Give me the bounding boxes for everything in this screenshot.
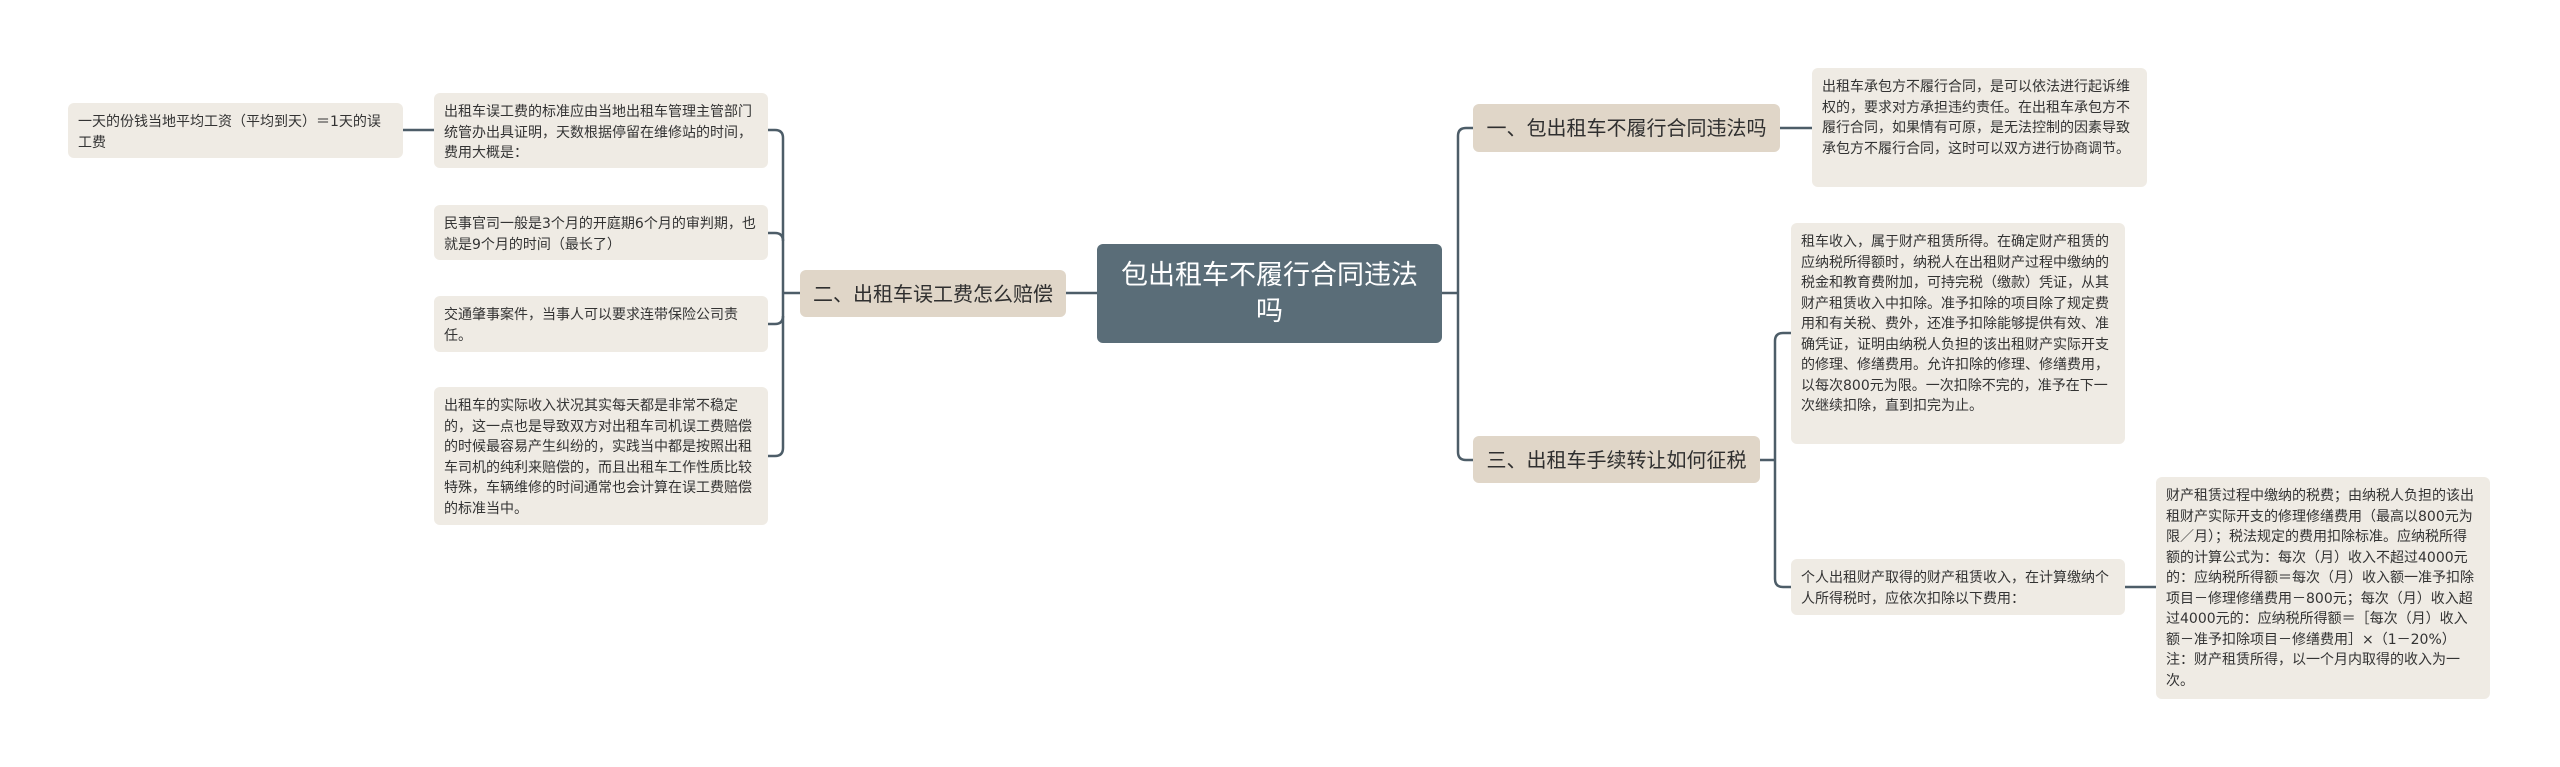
branch-topic-3-label: 三、出租车手续转让如何征税 xyxy=(1486,447,1747,472)
branch-topic-1[interactable]: 一、包出租车不履行合同违法吗 xyxy=(1473,104,1780,152)
branch-topic-3[interactable]: 三、出租车手续转让如何征税 xyxy=(1473,436,1760,483)
subtopic-text: 出租车误工费的标准应由当地出租车管理主管部门统管办出具证明，天数根据停留在维修站… xyxy=(444,104,752,161)
subtopic-text: 租车收入，属于财产租赁所得。在确定财产租赁的应纳税所得额时，纳税人在出租财产过程… xyxy=(1801,234,2109,414)
subtopic-1-1[interactable]: 出租车承包方不履行合同，是可以依法进行起诉维权的，要求对方承担违约责任。在出租车… xyxy=(1812,68,2147,187)
central-topic-label: 包出租车不履行合同违法吗 xyxy=(1121,259,1418,327)
branch-topic-2-label: 二、出租车误工费怎么赔偿 xyxy=(813,281,1053,306)
subtopic-text: 出租车的实际收入状况其实每天都是非常不稳定的，这一点也是导致双方对出租车司机误工… xyxy=(444,398,752,517)
branch-topic-1-label: 一、包出租车不履行合同违法吗 xyxy=(1486,116,1767,140)
subtopic-text: 个人出租财产取得的财产租赁收入，在计算缴纳个人所得税时，应依次扣除以下费用： xyxy=(1801,570,2109,607)
subtopic-text: 交通肇事案件，当事人可以要求连带保险公司责任。 xyxy=(444,307,738,344)
central-topic[interactable]: 包出租车不履行合同违法吗 xyxy=(1097,244,1442,343)
subtopic-2-3[interactable]: 交通肇事案件，当事人可以要求连带保险公司责任。 xyxy=(434,296,768,352)
subtopic-text: 一天的份钱当地平均工资（平均到天）＝1天的误工费 xyxy=(78,114,381,151)
subtopic-2-2[interactable]: 民事官司一般是3个月的开庭期6个月的审判期，也就是9个月的时间（最长了） xyxy=(434,205,768,260)
subtopic-2-4[interactable]: 出租车的实际收入状况其实每天都是非常不稳定的，这一点也是导致双方对出租车司机误工… xyxy=(434,387,768,525)
subtopic-text: 出租车承包方不履行合同，是可以依法进行起诉维权的，要求对方承担违约责任。在出租车… xyxy=(1822,79,2130,157)
subtopic-3-2[interactable]: 个人出租财产取得的财产租赁收入，在计算缴纳个人所得税时，应依次扣除以下费用： xyxy=(1791,559,2125,615)
subtopic-2-1[interactable]: 出租车误工费的标准应由当地出租车管理主管部门统管办出具证明，天数根据停留在维修站… xyxy=(434,93,768,168)
subtopic-3-2-1[interactable]: 财产租赁过程中缴纳的税费；由纳税人负担的该出租财产实际开支的修理修缮费用（最高以… xyxy=(2156,477,2490,699)
subtopic-3-1[interactable]: 租车收入，属于财产租赁所得。在确定财产租赁的应纳税所得额时，纳税人在出租财产过程… xyxy=(1791,223,2125,444)
subtopic-text: 财产租赁过程中缴纳的税费；由纳税人负担的该出租财产实际开支的修理修缮费用（最高以… xyxy=(2166,488,2474,689)
branch-topic-2[interactable]: 二、出租车误工费怎么赔偿 xyxy=(800,270,1066,317)
subtopic-text: 民事官司一般是3个月的开庭期6个月的审判期，也就是9个月的时间（最长了） xyxy=(444,216,756,253)
subtopic-2-1-1[interactable]: 一天的份钱当地平均工资（平均到天）＝1天的误工费 xyxy=(68,103,403,158)
